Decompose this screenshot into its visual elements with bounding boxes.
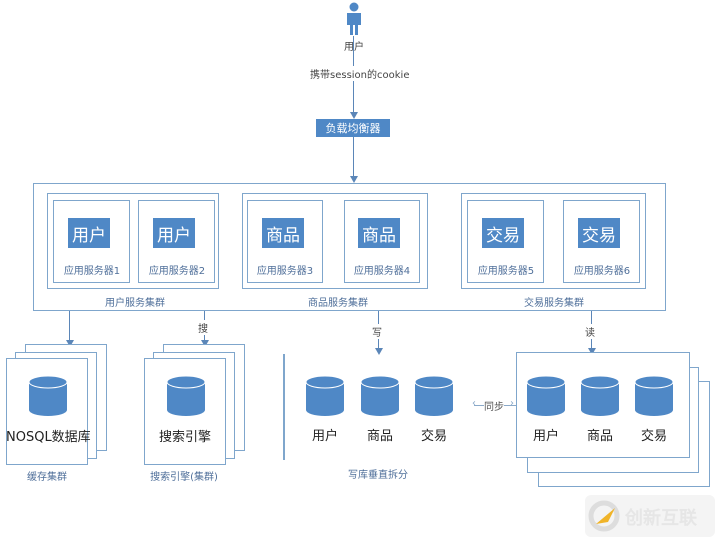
database-icon (634, 375, 674, 416)
cluster-caption: 用户服务集群 (105, 298, 165, 309)
database-icon (526, 375, 566, 416)
server-label: 应用服务器4 (353, 266, 411, 277)
arrow-down-icon (350, 176, 358, 183)
arrow-down-icon (350, 112, 358, 119)
database-icon (414, 375, 454, 416)
cache-cluster-caption: 缓存集群 (27, 472, 67, 483)
write-edge-label: 写 (372, 324, 382, 339)
arrow-down-icon (66, 340, 74, 347)
cookie-label: 携带session的cookie (309, 66, 411, 81)
db-label: 用户 (311, 429, 338, 444)
server-label: 应用服务器2 (148, 266, 206, 277)
search-engine-label: 搜索引擎 (158, 430, 211, 445)
db-label: 交易 (640, 429, 667, 444)
db-label: 商品 (586, 429, 613, 444)
search-cluster-caption: 搜索引擎(集群) (150, 472, 218, 483)
arrow-down-icon (375, 348, 383, 355)
user-person-icon (347, 2, 361, 35)
database-icon (305, 375, 345, 416)
server-label: 应用服务器5 (477, 266, 535, 277)
server-tile: 用户 (153, 218, 195, 248)
server-tile: 用户 (68, 218, 110, 248)
lb-to-cluster-line (353, 137, 354, 177)
app-server-4 (344, 200, 420, 283)
database-icon (166, 375, 206, 416)
server-tile: 交易 (578, 218, 620, 248)
watermark-logo-icon (588, 500, 620, 532)
cache-connector (69, 311, 70, 343)
sync-edge-label: 同步 (484, 398, 504, 413)
cluster-caption: 交易服务集群 (524, 298, 584, 309)
server-tile: 交易 (482, 218, 524, 248)
arrow-left-icon: ‹ (472, 398, 476, 409)
database-icon (28, 375, 68, 416)
watermark: 创新互联 (585, 495, 715, 537)
nosql-db-label: NOSQL数据库 (6, 430, 91, 445)
server-label: 应用服务器6 (573, 266, 631, 277)
db-label: 交易 (420, 429, 447, 444)
db-label: 用户 (532, 429, 559, 444)
user-label: 用户 (344, 42, 364, 53)
database-icon (580, 375, 620, 416)
server-label: 应用服务器3 (256, 266, 314, 277)
watermark-text: 创新互联 (625, 508, 697, 529)
db-label: 商品 (366, 429, 393, 444)
read-edge-label: 读 (585, 324, 595, 339)
app-server-1 (53, 200, 130, 283)
server-tile: 商品 (262, 218, 304, 248)
arrow-down-icon (201, 340, 209, 347)
write-db-box (283, 354, 285, 460)
database-icon (360, 375, 400, 416)
server-label: 应用服务器1 (63, 266, 121, 277)
arrow-right-icon: › (510, 398, 514, 409)
search-edge-label: 搜 (198, 320, 208, 335)
arrow-down-icon (588, 348, 596, 355)
cluster-caption: 商品服务集群 (308, 298, 368, 309)
write-db-caption: 写库垂直拆分 (348, 470, 408, 481)
server-tile: 商品 (358, 218, 400, 248)
load-balancer: 负载均衡器 (316, 119, 390, 137)
